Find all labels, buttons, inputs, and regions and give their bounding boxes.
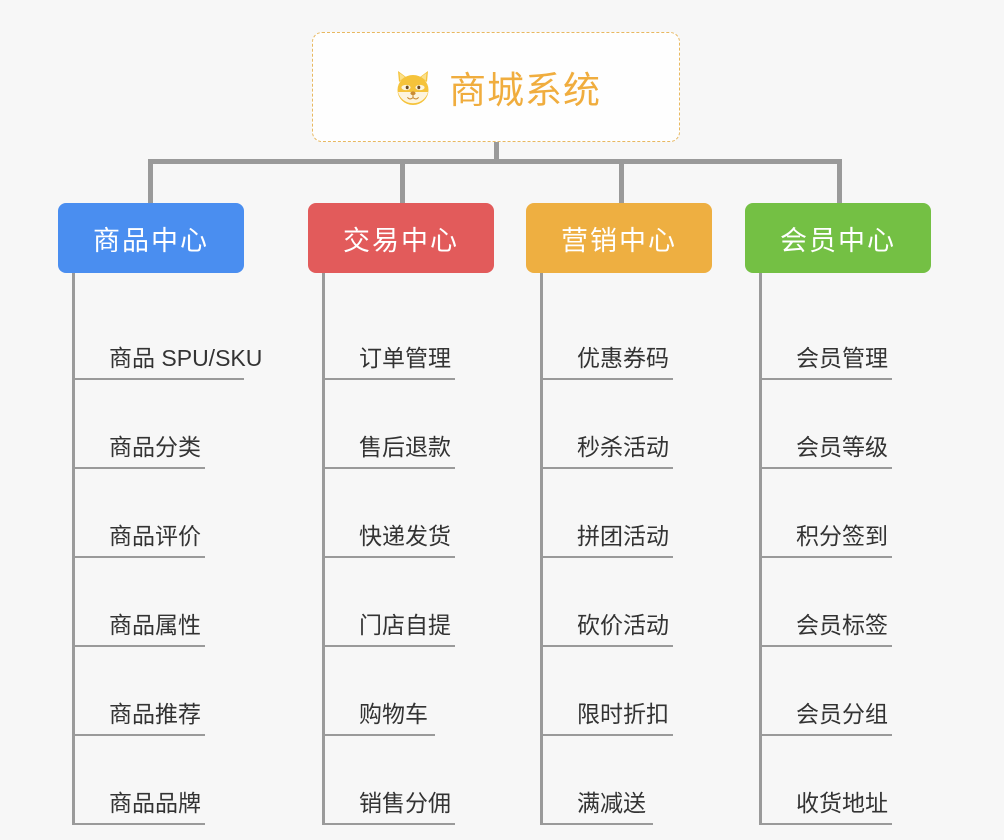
leaf-item[interactable]: 商品评价	[75, 469, 244, 558]
leaf-item[interactable]: 会员分组	[762, 647, 931, 736]
leaf-item[interactable]: 满减送	[543, 736, 712, 825]
leaf-label: 秒杀活动	[543, 434, 673, 469]
branch-items-3: 优惠券码 秒杀活动 拼团活动 砍价活动 限时折扣 满减送	[540, 273, 712, 825]
leaf-item[interactable]: 收货地址	[762, 736, 931, 825]
leaf-label: 商品品牌	[75, 790, 205, 825]
leaf-label: 砍价活动	[543, 612, 673, 647]
leaf-item[interactable]: 会员管理	[762, 291, 931, 380]
leaf-label: 商品推荐	[75, 701, 205, 736]
leaf-label: 商品 SPU/SKU	[75, 345, 262, 380]
leaf-label: 会员管理	[762, 345, 892, 380]
branch-items-1: 商品 SPU/SKU 商品分类 商品评价 商品属性 商品推荐 商品品牌	[72, 273, 262, 825]
shiba-inu-dog-face-icon	[391, 65, 435, 109]
leaf-item[interactable]: 限时折扣	[543, 647, 712, 736]
connector-drop-4	[837, 159, 842, 205]
branch-header-label-4: 会员中心	[780, 225, 896, 256]
leaf-label: 购物车	[325, 701, 435, 736]
leaf-item[interactable]: 商品 SPU/SKU	[75, 291, 262, 380]
leaf-item[interactable]: 快递发货	[325, 469, 494, 558]
leaf-item[interactable]: 订单管理	[325, 291, 494, 380]
leaf-item[interactable]: 优惠券码	[543, 291, 712, 380]
leaf-item[interactable]: 销售分佣	[325, 736, 494, 825]
leaf-item[interactable]: 拼团活动	[543, 469, 712, 558]
connector-drop-1	[148, 159, 153, 205]
leaf-item[interactable]: 砍价活动	[543, 558, 712, 647]
branch-column-1: 商品中心 商品 SPU/SKU 商品分类 商品评价 商品属性 商品推荐 商品品牌	[58, 203, 262, 825]
branch-column-3: 营销中心 优惠券码 秒杀活动 拼团活动 砍价活动 限时折扣 满减送	[526, 203, 712, 825]
branch-header-label-2: 交易中心	[343, 225, 459, 256]
branch-items-2: 订单管理 售后退款 快递发货 门店自提 购物车 销售分佣	[322, 273, 494, 825]
branch-header-3[interactable]: 营销中心	[526, 203, 712, 273]
leaf-label: 会员等级	[762, 434, 892, 469]
leaf-item[interactable]: 商品推荐	[75, 647, 244, 736]
branch-items-4: 会员管理 会员等级 积分签到 会员标签 会员分组 收货地址	[759, 273, 931, 825]
leaf-item[interactable]: 购物车	[325, 647, 494, 736]
connector-horizontal-bus	[148, 159, 842, 164]
root-node[interactable]: 商城系统	[312, 32, 680, 142]
leaf-label: 积分签到	[762, 523, 892, 558]
leaf-label: 拼团活动	[543, 523, 673, 558]
leaf-item[interactable]: 商品属性	[75, 558, 244, 647]
branch-header-2[interactable]: 交易中心	[308, 203, 494, 273]
leaf-label: 销售分佣	[325, 790, 455, 825]
connector-root-stem	[494, 142, 499, 162]
branch-column-2: 交易中心 订单管理 售后退款 快递发货 门店自提 购物车 销售分佣	[308, 203, 494, 825]
leaf-label: 会员分组	[762, 701, 892, 736]
leaf-item[interactable]: 秒杀活动	[543, 380, 712, 469]
leaf-label: 收货地址	[762, 790, 892, 825]
branch-header-4[interactable]: 会员中心	[745, 203, 931, 273]
leaf-label: 商品评价	[75, 523, 205, 558]
leaf-label: 限时折扣	[543, 701, 673, 736]
leaf-label: 商品属性	[75, 612, 205, 647]
leaf-item[interactable]: 商品分类	[75, 380, 244, 469]
branch-header-label-3: 营销中心	[561, 225, 677, 256]
leaf-label: 优惠券码	[543, 345, 673, 380]
leaf-label: 售后退款	[325, 434, 455, 469]
root-title: 商城系统	[449, 70, 601, 111]
leaf-label: 商品分类	[75, 434, 205, 469]
branch-column-4: 会员中心 会员管理 会员等级 积分签到 会员标签 会员分组 收货地址	[745, 203, 931, 825]
branch-header-1[interactable]: 商品中心	[58, 203, 244, 273]
leaf-label: 门店自提	[325, 612, 455, 647]
branch-header-label-1: 商品中心	[93, 225, 209, 256]
leaf-item[interactable]: 会员标签	[762, 558, 931, 647]
leaf-label: 会员标签	[762, 612, 892, 647]
leaf-item[interactable]: 会员等级	[762, 380, 931, 469]
leaf-item[interactable]: 售后退款	[325, 380, 494, 469]
leaf-item[interactable]: 门店自提	[325, 558, 494, 647]
connector-drop-3	[619, 159, 624, 205]
connector-drop-2	[400, 159, 405, 205]
leaf-label: 快递发货	[325, 523, 455, 558]
leaf-item[interactable]: 积分签到	[762, 469, 931, 558]
leaf-label: 满减送	[543, 790, 653, 825]
leaf-label: 订单管理	[325, 345, 455, 380]
leaf-item[interactable]: 商品品牌	[75, 736, 244, 825]
